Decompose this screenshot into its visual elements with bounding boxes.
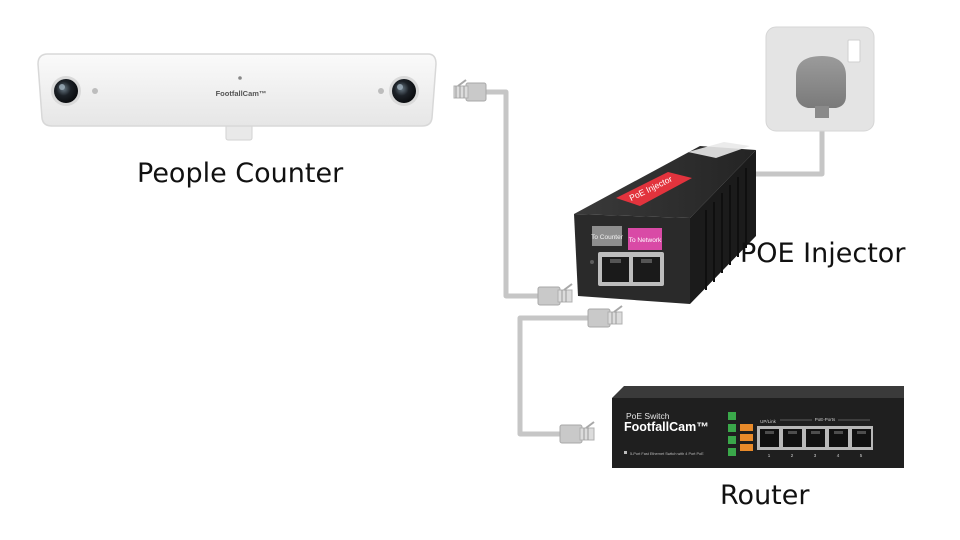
router-port-number: 5 — [860, 453, 863, 458]
port-label-to-network-plate — [628, 228, 662, 250]
ethernet-port-4-icon — [829, 429, 848, 447]
counter-body — [37, 53, 437, 127]
injector-led-icon — [590, 260, 594, 264]
router-caption: Router — [720, 480, 810, 511]
wall-socket — [765, 26, 875, 132]
counter-brand-label: FootfallCam™ — [216, 89, 267, 98]
rj45-plug-counter — [453, 79, 487, 102]
ethernet-port-1-icon — [760, 429, 779, 447]
rj45-plug-injector-out — [587, 305, 623, 328]
port-label-to-network: To Network — [629, 237, 662, 244]
router-port-number: 4 — [837, 453, 840, 458]
cable-injector-to-router — [517, 315, 593, 437]
people-counter-device: FootfallCam™ — [37, 53, 437, 141]
camera-lens-right-icon — [392, 79, 416, 103]
counter-led-icon — [238, 76, 242, 80]
router-title: PoE Switch — [626, 411, 670, 421]
port-label-to-counter-plate — [592, 226, 622, 246]
router-port-number: 2 — [791, 453, 794, 458]
ethernet-port-3-icon — [806, 429, 825, 447]
poe-injector-device: PoE Injector To Counter To Network — [574, 142, 756, 304]
ethernet-port-2-icon — [783, 429, 802, 447]
power-plug-icon — [796, 56, 846, 108]
router-power-led-icon — [624, 451, 627, 454]
ethernet-port-5-icon — [852, 429, 871, 447]
router-led-panel — [728, 412, 753, 456]
router-top-edge — [612, 386, 904, 400]
router-brand: FootfallCam™ — [624, 420, 709, 434]
cable-counter-to-injector — [483, 89, 543, 299]
camera-lens-left-icon — [54, 79, 78, 103]
injector-sticker — [688, 142, 750, 158]
injector-top-label-plate — [616, 172, 692, 206]
port-label-to-counter: To Counter — [591, 234, 624, 241]
router-poe-ports-label: PoE-Ports — [815, 417, 836, 422]
router-subtitle: 5-Port Fast Ethernet Switch with 4 Port … — [630, 452, 704, 456]
router-port-number: 3 — [814, 453, 817, 458]
router-uplink-label: UP/Link — [760, 419, 777, 424]
people-counter-caption: People Counter — [137, 158, 344, 189]
rj45-plug-injector-in — [537, 283, 573, 306]
rj45-plug-router — [559, 421, 595, 444]
poe-injector-caption: POE Injector — [740, 238, 906, 269]
router-port-number: 1 — [768, 453, 771, 458]
router-device: PoE Switch FootfallCam™ 5-Port Fast Ethe… — [612, 386, 904, 468]
power-cable — [751, 115, 825, 177]
socket-switch-icon — [847, 39, 861, 63]
counter-screw-right-icon — [378, 88, 384, 94]
counter-screw-left-icon — [92, 88, 98, 94]
